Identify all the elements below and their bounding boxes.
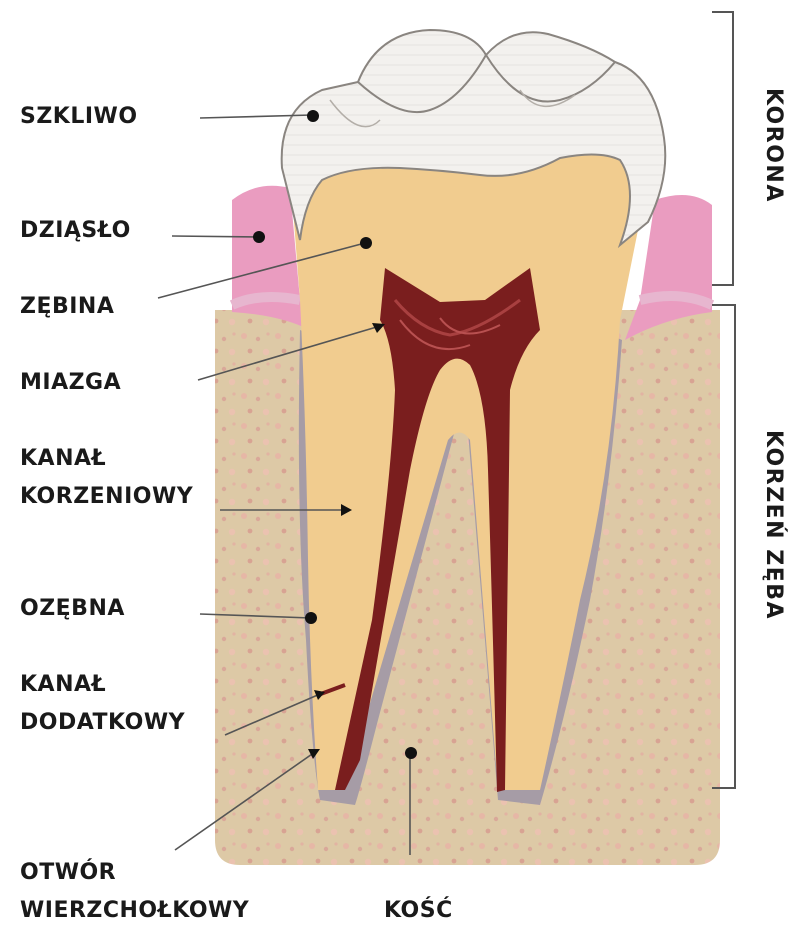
dot-dziaslo <box>253 231 265 243</box>
label-kanal-dodatkowy-1: KANAŁ <box>20 668 106 702</box>
label-kanal-korzeniowy-2: KORZENIOWY <box>20 480 193 514</box>
label-zebina: ZĘBINA <box>20 290 114 324</box>
label-otwor-2: WIERZCHOŁKOWY <box>20 894 249 928</box>
label-dziaslo: DZIĄSŁO <box>20 214 131 248</box>
label-ozebna: OZĘBNA <box>20 592 125 626</box>
label-kanal-dodatkowy-2: DODATKOWY <box>20 706 185 740</box>
section-korona: KORONA <box>761 88 786 203</box>
label-kanal-korzeniowy-1: KANAŁ <box>20 442 106 476</box>
label-szkliwo: SZKLIWO <box>20 100 138 134</box>
leader-dziaslo <box>172 236 258 237</box>
label-miazga: MIAZGA <box>20 366 121 400</box>
korona-bracket <box>712 12 733 285</box>
dot-zebina <box>360 237 372 249</box>
section-korzen: KORZEŃ ZĘBA <box>761 430 786 620</box>
dot-ozebna <box>305 612 317 624</box>
dot-kosc <box>405 747 417 759</box>
label-otwor-1: OTWÓR <box>20 856 116 890</box>
dot-szkliwo <box>307 110 319 122</box>
label-kosc: KOŚĆ <box>384 894 453 928</box>
